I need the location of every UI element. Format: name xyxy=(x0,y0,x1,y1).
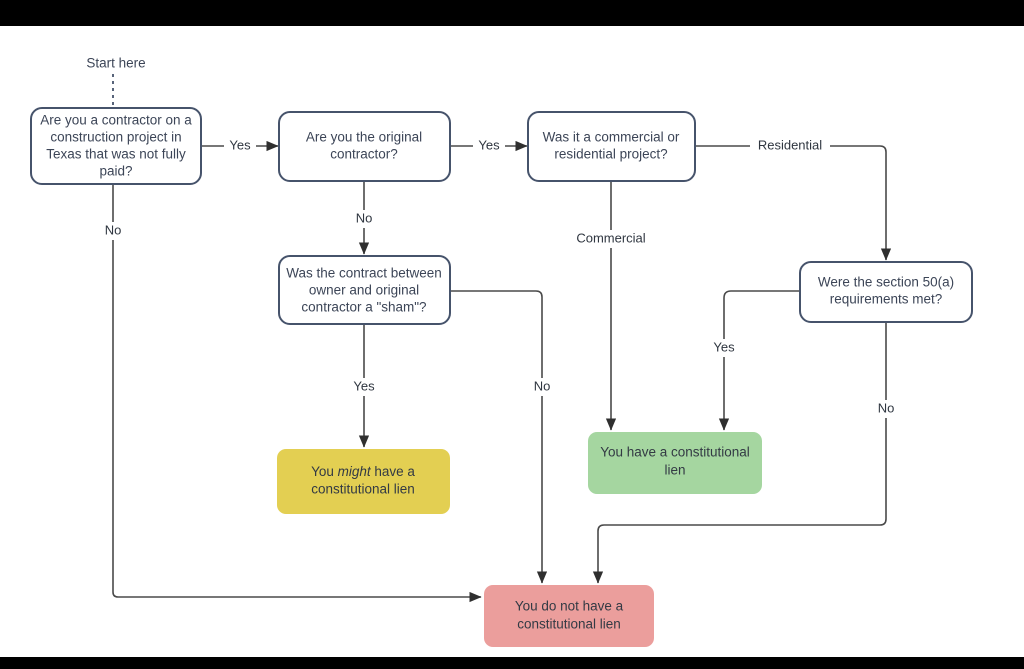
flowchart-svg: Yes No Yes No Commercial Residential xyxy=(30,56,973,647)
node-q3-project-type-question[interactable]: Was it a commercial or residential proje… xyxy=(527,111,696,182)
edge-label-q2-yes: Yes xyxy=(478,137,500,152)
node-q5-section-50a-question[interactable]: Were the section 50(a) requirements met? xyxy=(799,261,973,323)
edge-label-q3-residential: Residential xyxy=(758,137,822,152)
edge-label-bg-q2-no xyxy=(348,210,380,228)
node-outcome-no-lien[interactable]: You do not have a constitutional lien xyxy=(484,585,654,647)
edge-q4-no-to-outcome-no xyxy=(450,290,548,584)
edge-label-q1-yes: Yes xyxy=(229,137,251,152)
node-q4-sham-contract-question[interactable]: Was the contract between owner and origi… xyxy=(278,255,451,325)
edge-label-q4-no: No xyxy=(534,378,551,393)
node-outcome-have-lien[interactable]: You have a constitutional lien xyxy=(588,432,762,494)
edge-label-q5-yes: Yes xyxy=(713,339,735,354)
edge-q5-yes-to-outcome-yes xyxy=(718,290,800,431)
node-q2-original-contractor-question[interactable]: Are you the original contractor? xyxy=(278,111,451,182)
edge-label-bg-q4-no xyxy=(526,378,558,396)
node-q1-line3: Texas that was not fully xyxy=(46,147,186,162)
edge-label-bg-q1-no xyxy=(97,222,129,240)
node-q4-line2: owner and original xyxy=(309,283,419,298)
node-outcome-might-emphasis: might xyxy=(338,464,372,479)
node-q4-shape xyxy=(278,255,451,325)
node-outcome-might-pre: You xyxy=(311,464,338,479)
node-q3-line1: Was it a commercial or xyxy=(543,130,680,145)
node-outcome-might-shape xyxy=(277,449,450,514)
edge-label-bg-q5-yes xyxy=(708,339,740,357)
edge-label-bg-q5-no xyxy=(870,400,902,418)
node-q1-line1: Are you a contractor on a xyxy=(40,113,192,128)
edge-label-bg-q1-yes xyxy=(224,137,256,155)
edge-label-q4-yes: Yes xyxy=(353,378,375,393)
node-q2-line2: contractor? xyxy=(330,147,398,162)
node-q5-line1: Were the section 50(a) xyxy=(818,275,954,290)
node-outcome-might-line2: constitutional lien xyxy=(311,482,415,497)
node-q5-shape xyxy=(799,261,973,323)
node-outcome-have-lien-line1: You have a constitutional xyxy=(600,445,750,460)
edge-label-q2-no: No xyxy=(356,210,373,225)
node-outcome-no-lien-line2: constitutional lien xyxy=(517,617,621,632)
node-outcome-might-post: have a xyxy=(371,464,416,479)
node-outcome-might-line1: You might have a xyxy=(311,464,415,479)
node-q3-shape xyxy=(527,111,696,182)
edge-label-q3-commercial: Commercial xyxy=(576,230,645,245)
flowchart-canvas: Yes No Yes No Commercial Residential xyxy=(0,26,1024,657)
node-q1-contractor-question[interactable]: Are you a contractor on a construction p… xyxy=(30,107,202,185)
edge-label-q1-no: No xyxy=(105,222,122,237)
edge-label-bg-q4-yes xyxy=(348,378,380,396)
edge-label-bg-q3-residential xyxy=(750,137,830,155)
node-q4-line1: Was the contract between xyxy=(286,266,442,281)
node-q1-line2: construction project in xyxy=(50,130,181,145)
edge-q5-no-to-outcome-no xyxy=(592,322,887,584)
node-q3-line2: residential project? xyxy=(554,147,667,162)
node-q4-line3: contractor a "sham"? xyxy=(301,300,426,315)
node-q1-shape xyxy=(30,107,202,185)
edge-label-bg-q2-yes xyxy=(473,137,505,155)
node-outcome-no-lien-line1: You do not have a xyxy=(515,599,624,614)
node-q2-shape xyxy=(278,111,451,182)
node-outcome-might-have-lien[interactable]: You might have a constitutional lien xyxy=(277,449,450,514)
start-here-caption: Start here xyxy=(86,56,145,71)
node-outcome-no-lien-shape xyxy=(484,585,654,647)
node-q1-line4: paid? xyxy=(99,164,132,179)
edge-label-bg-q3-commercial xyxy=(574,230,648,248)
node-outcome-have-lien-line2: lien xyxy=(664,463,685,478)
node-q2-line1: Are you the original xyxy=(306,130,422,145)
node-q5-line2: requirements met? xyxy=(830,292,943,307)
edge-label-q5-no: No xyxy=(878,400,895,415)
edge-q3-residential-to-q5 xyxy=(695,145,892,261)
node-outcome-have-lien-shape xyxy=(588,432,762,494)
edge-q1-no-to-outcome-no xyxy=(112,185,482,603)
